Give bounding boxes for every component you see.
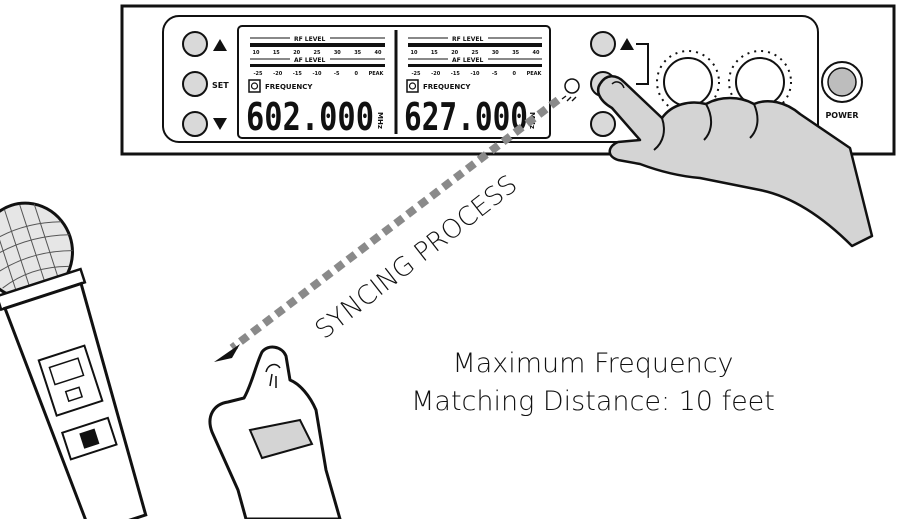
- receiver-unit: SET RF LEVEL 10 15 20 25 30 35 40 AF LEVEL -25…: [120, 4, 896, 156]
- arrow-up-icon: [213, 39, 227, 51]
- af-level-label: AF LEVEL: [452, 57, 483, 64]
- rf-level-ticks: 10 15 20 25 30 35 40: [253, 50, 382, 56]
- antenna-icon: [248, 79, 261, 93]
- antenna-icon: [406, 79, 419, 93]
- af-level-label: AF LEVEL: [294, 57, 325, 64]
- meter-tick-label: 20: [451, 50, 458, 56]
- meter-tick-label: 10: [253, 50, 260, 56]
- ir-sync-sensor: [561, 78, 580, 102]
- ir-emitter-icon: [79, 428, 100, 449]
- channel-a-set-button[interactable]: SET: [182, 71, 229, 97]
- meter-tick-label: -5: [492, 71, 498, 77]
- channel-a-down-button[interactable]: [182, 111, 227, 137]
- set-label: SET: [212, 81, 229, 90]
- rf-level-bar: [408, 43, 542, 47]
- microphone-logo-icon: [48, 357, 85, 386]
- wireless-microphone-illustration: [0, 201, 148, 523]
- power-label: POWER: [825, 111, 858, 120]
- meter-tick-label: -25: [411, 71, 421, 77]
- arrow-head-icon: [214, 344, 240, 362]
- lcd-display: [237, 25, 551, 139]
- frequency-unit: MHz: [376, 112, 384, 129]
- meter-tick-label: 40: [533, 50, 540, 56]
- microphone-label-window: [37, 344, 104, 417]
- meter-tick-label: 0: [355, 71, 359, 77]
- pressing-hand-illustration: [596, 75, 874, 248]
- channel-a-up-button[interactable]: [182, 31, 227, 57]
- meter-tick-label: -15: [293, 71, 303, 77]
- meter-tick-label: 15: [431, 50, 438, 56]
- af-level-bar: [250, 64, 385, 67]
- channel-b-down-button[interactable]: [590, 111, 616, 137]
- power-button[interactable]: [821, 61, 863, 103]
- channel-b-up-button[interactable]: [590, 31, 634, 57]
- meter-tick-label: PEAK: [527, 71, 543, 77]
- frequency-value: 627.000: [404, 95, 528, 139]
- rf-level-label: RF LEVEL: [452, 36, 483, 43]
- frequency-label: FREQUENCY: [265, 83, 313, 91]
- arrow-up-icon: [620, 38, 634, 50]
- frequency-value: 602.000: [246, 95, 374, 139]
- meter-tick-label: 40: [375, 50, 382, 56]
- meter-tick-label: 30: [334, 50, 341, 56]
- af-level-ticks: -25 -20 -15 -10 -5 0 PEAK: [253, 71, 384, 77]
- rf-level-ticks: 10 15 20 25 30 35 40: [411, 50, 540, 56]
- holding-hand-illustration: [208, 345, 342, 521]
- meter-tick-label: -10: [470, 71, 480, 77]
- meter-tick-label: -15: [451, 71, 461, 77]
- meter-tick-label: 20: [293, 50, 300, 56]
- meter-tick-label: 35: [354, 50, 361, 56]
- meter-tick-label: 25: [314, 50, 321, 56]
- ir-signal-icon: [561, 95, 577, 102]
- af-level-ticks: -25 -20 -15 -10 -5 0 PEAK: [411, 71, 542, 77]
- meter-tick-label: 35: [512, 50, 519, 56]
- meter-tick-label: 10: [411, 50, 418, 56]
- sync-beam: [214, 96, 561, 362]
- af-level-bar: [408, 64, 542, 67]
- meter-tick-label: -20: [273, 71, 283, 77]
- meter-tick-label: 30: [492, 50, 499, 56]
- caption-line-1: Maximum Frequency: [452, 348, 733, 379]
- rf-level-label: RF LEVEL: [294, 36, 325, 43]
- volume-knob-a[interactable]: [656, 50, 720, 114]
- meter-tick-label: -25: [253, 71, 263, 77]
- meter-tick-label: 25: [472, 50, 479, 56]
- frequency-label: FREQUENCY: [423, 83, 471, 91]
- meter-tick-label: -20: [431, 71, 441, 77]
- meter-tick-label: -5: [334, 71, 340, 77]
- arrow-down-icon: [213, 118, 227, 130]
- syncing-process-label: SYNCING PROCESS: [310, 170, 523, 346]
- rf-level-bar: [250, 43, 385, 47]
- caption-line-2: Matching Distance: 10 feet: [411, 386, 775, 417]
- meter-tick-label: PEAK: [369, 71, 385, 77]
- microphone-switch: [64, 386, 84, 403]
- button-bracket: [636, 43, 649, 85]
- meter-tick-label: -10: [312, 71, 322, 77]
- meter-tick-label: 0: [513, 71, 517, 77]
- meter-tick-label: 15: [273, 50, 280, 56]
